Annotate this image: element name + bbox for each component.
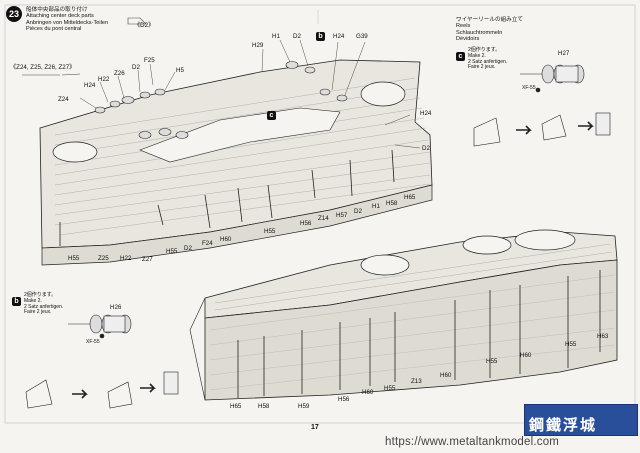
lower-hull-drawing (189, 229, 618, 401)
callout-label: D2 (422, 145, 430, 152)
step-header-en: Attaching center deck parts (26, 13, 94, 20)
callout-label: D2 (293, 33, 301, 40)
callout-label: H58 (258, 403, 270, 410)
callout-label: Z26 (114, 70, 125, 77)
callout-label: H57 (336, 212, 348, 219)
reel-c-make-en: Make 2. (468, 52, 486, 59)
callout-label: Z14 (318, 215, 329, 222)
callout-label: H55 (264, 228, 276, 235)
callout-label: D2 (132, 64, 140, 71)
callout-label: H24 (333, 33, 345, 40)
callout-label: Z13 (411, 378, 422, 385)
reel-c-assembly (473, 64, 611, 147)
callout-box-c: c (267, 111, 276, 120)
callout-label: Z27 (142, 256, 153, 263)
reel-b-make-jp: 2個作ります。 (24, 292, 57, 298)
reel-c-part-label: H27 (558, 50, 570, 57)
reel-c-make-fr: Faire 2 jeux. (468, 64, 496, 71)
callout-label: H22 (120, 255, 132, 262)
callout-label: H29 (252, 42, 264, 49)
callout-label: F24 (202, 240, 213, 247)
page-border (4, 4, 636, 424)
upper-hull-drawing (39, 39, 433, 266)
step-number-badge: 23 (6, 6, 22, 22)
reels-header-de: Schlauchtrommeln (456, 29, 503, 36)
step-header-fr: Pièces du pont central (26, 26, 82, 33)
callout-label: H56 (300, 220, 312, 227)
callout-label: H56 (338, 396, 350, 403)
reels-header-en: Reels (456, 23, 471, 30)
page-number: 17 (311, 424, 319, 431)
reel-c-paint-label: XF-55 (522, 85, 536, 91)
reel-b-letter-box: b (12, 297, 21, 306)
reels-header: ワイヤーリールの組み立て Reels Schlauchtrommeln Dévi… (456, 17, 523, 43)
sprue-indicators (22, 17, 147, 76)
callout-label: H55 (486, 358, 498, 365)
callout-label: H55 (68, 255, 80, 262)
callout-label: H65 (404, 194, 416, 201)
callout-label: H60 (440, 372, 452, 379)
callout-label: H60 (362, 389, 374, 396)
step-header-de: Anbringen von Mitteldecks-Teilen (26, 19, 109, 26)
reel-c-make-jp: 2個作ります。 (468, 47, 501, 53)
reel-b-make-de: 2 Satz anfertigen. (24, 303, 64, 310)
reel-c-make-de: 2 Satz anfertigen. (468, 58, 508, 65)
callout-label: H1 (372, 203, 380, 210)
sub-variants-label: 《Z24, Z25, Z26, Z27》 (10, 64, 76, 71)
reel-c-make-note: 2個作ります。 Make 2. 2 Satz anfertigen. Faire… (468, 47, 508, 71)
step-header: 船体中央部品の取り付け Attaching center deck parts … (26, 7, 108, 33)
sub-ref-label: 《D2》 (134, 22, 155, 29)
callout-label: H24 (420, 110, 432, 117)
callout-label: D2 (184, 245, 192, 252)
reel-b-part-label: H26 (110, 304, 122, 311)
callout-box-b: b (316, 32, 325, 41)
callout-label: H65 (230, 403, 242, 410)
reel-b-paint-label: XF-55 (86, 339, 100, 345)
reel-b-make-note: 2個作ります。 Make 2. 2 Satz anfertigen. Faire… (24, 292, 64, 316)
reel-b-make-en: Make 2. (24, 297, 42, 304)
reel-c-letter-box: c (456, 52, 465, 61)
reel-b-assembly (25, 314, 179, 409)
callout-label: H24 (84, 82, 96, 89)
callout-label: H55 (166, 248, 178, 255)
callout-label: H55 (384, 385, 396, 392)
callout-label: H58 (386, 200, 398, 207)
callout-label: H60 (220, 236, 232, 243)
step-header-jp: 船体中央部品の取り付け (26, 7, 88, 13)
callout-label: D2 (354, 208, 362, 215)
callout-label: H22 (98, 76, 110, 83)
watermark-url: https://www.metaltankmodel.com (385, 436, 560, 448)
reel-b-make-fr: Faire 2 jeux. (24, 309, 52, 316)
callout-label: F25 (144, 57, 155, 64)
reels-header-fr: Dévidoirs (456, 36, 480, 43)
callout-label: H63 (597, 333, 609, 340)
callout-label: H1 (272, 33, 280, 40)
callout-label: H59 (298, 403, 310, 410)
callout-label: H55 (565, 341, 577, 348)
logo-text: 鋼鐵浮城 (529, 417, 598, 434)
callout-label: H5 (176, 67, 184, 74)
callout-label: G39 (356, 33, 368, 40)
site-logo: 鋼鐵浮城 (524, 404, 638, 436)
callout-label: Z25 (98, 255, 109, 262)
callout-label: H60 (520, 352, 532, 359)
reels-header-jp: ワイヤーリールの組み立て (456, 17, 523, 23)
callout-label: Z24 (58, 96, 69, 103)
